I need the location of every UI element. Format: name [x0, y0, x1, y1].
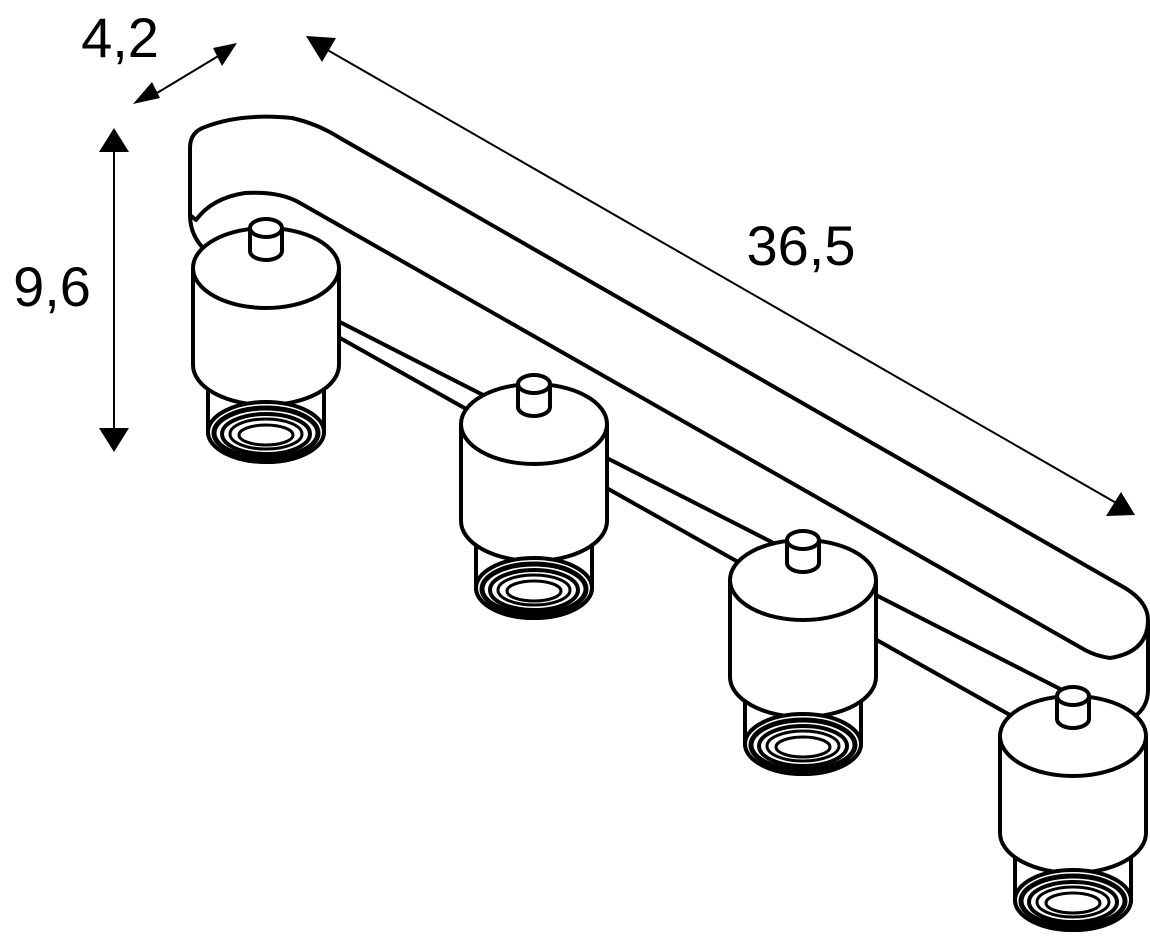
length-dimension: 36,5	[306, 36, 1135, 516]
depth-label: 4,2	[81, 6, 159, 69]
spotlight	[730, 531, 876, 774]
height-label: 9,6	[13, 255, 91, 318]
depth-dimension: 4,2	[81, 6, 237, 104]
spotlight	[193, 219, 339, 462]
mounting-rail	[188, 114, 1150, 724]
spotlight	[461, 375, 607, 618]
height-dimension: 9,6	[13, 128, 129, 452]
spotlight	[1000, 687, 1146, 930]
length-label: 36,5	[747, 214, 856, 277]
